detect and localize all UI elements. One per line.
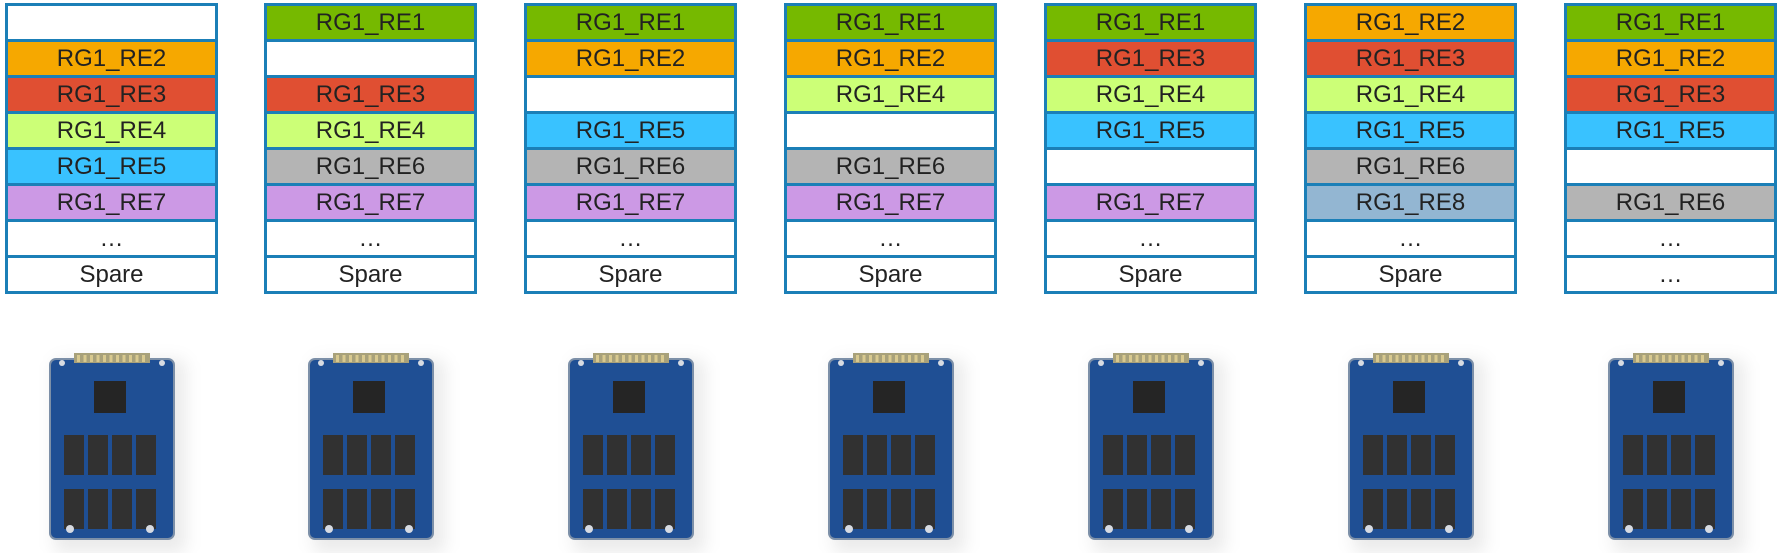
segment-cell: … xyxy=(1304,219,1517,258)
drive-4: RG1_RE1 RG1_RE2 RG1_RE4 RG1_RE6 RG1_RE7 … xyxy=(784,3,997,553)
segment-cell: RG1_RE1 xyxy=(264,3,477,42)
segment-cell: RG1_RE5 xyxy=(1044,111,1257,150)
segment-cell: RG1_RE6 xyxy=(784,147,997,186)
segment-cell: RG1_RE4 xyxy=(1044,75,1257,114)
segment-cell: RG1_RE2 xyxy=(524,39,737,78)
segment-cell: Spare xyxy=(5,255,218,294)
segment-stack: RG1_RE1 RG1_RE3 RG1_RE4 RG1_RE6 RG1_RE7 … xyxy=(264,3,477,294)
segment-cell: … xyxy=(5,219,218,258)
segment-cell: RG1_RE6 xyxy=(1304,147,1517,186)
segment-cell: RG1_RE3 xyxy=(1564,75,1777,114)
segment-cell: RG1_RE3 xyxy=(1044,39,1257,78)
segment-cell: RG1_RE5 xyxy=(524,111,737,150)
segment-cell: RG1_RE7 xyxy=(784,183,997,222)
segment-cell: RG1_RE4 xyxy=(1304,75,1517,114)
segment-cell xyxy=(784,111,997,150)
ssd-icon xyxy=(46,351,186,553)
ssd-icon xyxy=(1605,351,1745,553)
segment-cell: … xyxy=(264,219,477,258)
segment-cell: Spare xyxy=(524,255,737,294)
ssd-icon xyxy=(1345,351,1485,553)
segment-cell: RG1_RE1 xyxy=(784,3,997,42)
segment-cell: RG1_RE1 xyxy=(1044,3,1257,42)
segment-cell: RG1_RE1 xyxy=(1564,3,1777,42)
segment-cell: RG1_RE5 xyxy=(1304,111,1517,150)
segment-cell xyxy=(264,39,477,78)
segment-cell: RG1_RE3 xyxy=(1304,39,1517,78)
segment-cell xyxy=(1044,147,1257,186)
segment-cell xyxy=(1564,147,1777,186)
segment-cell: RG1_RE7 xyxy=(264,183,477,222)
segment-cell: Spare xyxy=(784,255,997,294)
segment-cell: … xyxy=(524,219,737,258)
segment-cell: RG1_RE5 xyxy=(1564,111,1777,150)
segment-cell: RG1_RE8 xyxy=(1304,183,1517,222)
drive-3: RG1_RE1 RG1_RE2 RG1_RE5 RG1_RE6 RG1_RE7 … xyxy=(524,3,737,553)
segment-cell xyxy=(524,75,737,114)
segment-cell: RG1_RE1 xyxy=(524,3,737,42)
segment-cell: RG1_RE5 xyxy=(5,147,218,186)
segment-stack: RG1_RE1 RG1_RE2 RG1_RE5 RG1_RE6 RG1_RE7 … xyxy=(524,3,737,294)
segment-cell: Spare xyxy=(1304,255,1517,294)
segment-cell: RG1_RE6 xyxy=(524,147,737,186)
segment-stack: RG1_RE2 RG1_RE3 RG1_RE4 RG1_RE5 RG1_RE7 … xyxy=(5,3,218,294)
drive-6: RG1_RE2 RG1_RE3 RG1_RE4 RG1_RE5 RG1_RE6 … xyxy=(1304,3,1517,553)
segment-cell: RG1_RE2 xyxy=(5,39,218,78)
segment-cell: … xyxy=(1564,255,1777,294)
segment-cell: Spare xyxy=(1044,255,1257,294)
ssd-icon xyxy=(305,351,445,553)
segment-cell: RG1_RE7 xyxy=(524,183,737,222)
segment-cell: RG1_RE3 xyxy=(5,75,218,114)
drive-5: RG1_RE1 RG1_RE3 RG1_RE4 RG1_RE5 RG1_RE7 … xyxy=(1044,3,1257,553)
segment-cell: RG1_RE4 xyxy=(264,111,477,150)
segment-stack: RG1_RE2 RG1_RE3 RG1_RE4 RG1_RE5 RG1_RE6 … xyxy=(1304,3,1517,294)
drive-1: RG1_RE2 RG1_RE3 RG1_RE4 RG1_RE5 RG1_RE7 … xyxy=(5,3,218,553)
segment-cell: RG1_RE6 xyxy=(1564,183,1777,222)
segment-cell: RG1_RE3 xyxy=(264,75,477,114)
segment-stack: RG1_RE1 RG1_RE2 RG1_RE4 RG1_RE6 RG1_RE7 … xyxy=(784,3,997,294)
ssd-icon xyxy=(1085,351,1225,553)
segment-cell: RG1_RE7 xyxy=(1044,183,1257,222)
segment-cell xyxy=(5,3,218,42)
segment-cell: RG1_RE4 xyxy=(784,75,997,114)
drive-2: RG1_RE1 RG1_RE3 RG1_RE4 RG1_RE6 RG1_RE7 … xyxy=(264,3,477,553)
ssd-icon xyxy=(825,351,965,553)
segment-cell: … xyxy=(1044,219,1257,258)
segment-cell: RG1_RE2 xyxy=(1304,3,1517,42)
segment-stack: RG1_RE1 RG1_RE2 RG1_RE3 RG1_RE5 RG1_RE6 … xyxy=(1564,3,1777,294)
segment-cell: … xyxy=(1564,219,1777,258)
drive-7: RG1_RE1 RG1_RE2 RG1_RE3 RG1_RE5 RG1_RE6 … xyxy=(1564,3,1777,553)
segment-cell: RG1_RE2 xyxy=(784,39,997,78)
segment-cell: RG1_RE7 xyxy=(5,183,218,222)
segment-cell: Spare xyxy=(264,255,477,294)
segment-cell: RG1_RE4 xyxy=(5,111,218,150)
segment-stack: RG1_RE1 RG1_RE3 RG1_RE4 RG1_RE5 RG1_RE7 … xyxy=(1044,3,1257,294)
segment-cell: RG1_RE2 xyxy=(1564,39,1777,78)
segment-cell: RG1_RE6 xyxy=(264,147,477,186)
segment-cell: … xyxy=(784,219,997,258)
ssd-icon xyxy=(565,351,705,553)
